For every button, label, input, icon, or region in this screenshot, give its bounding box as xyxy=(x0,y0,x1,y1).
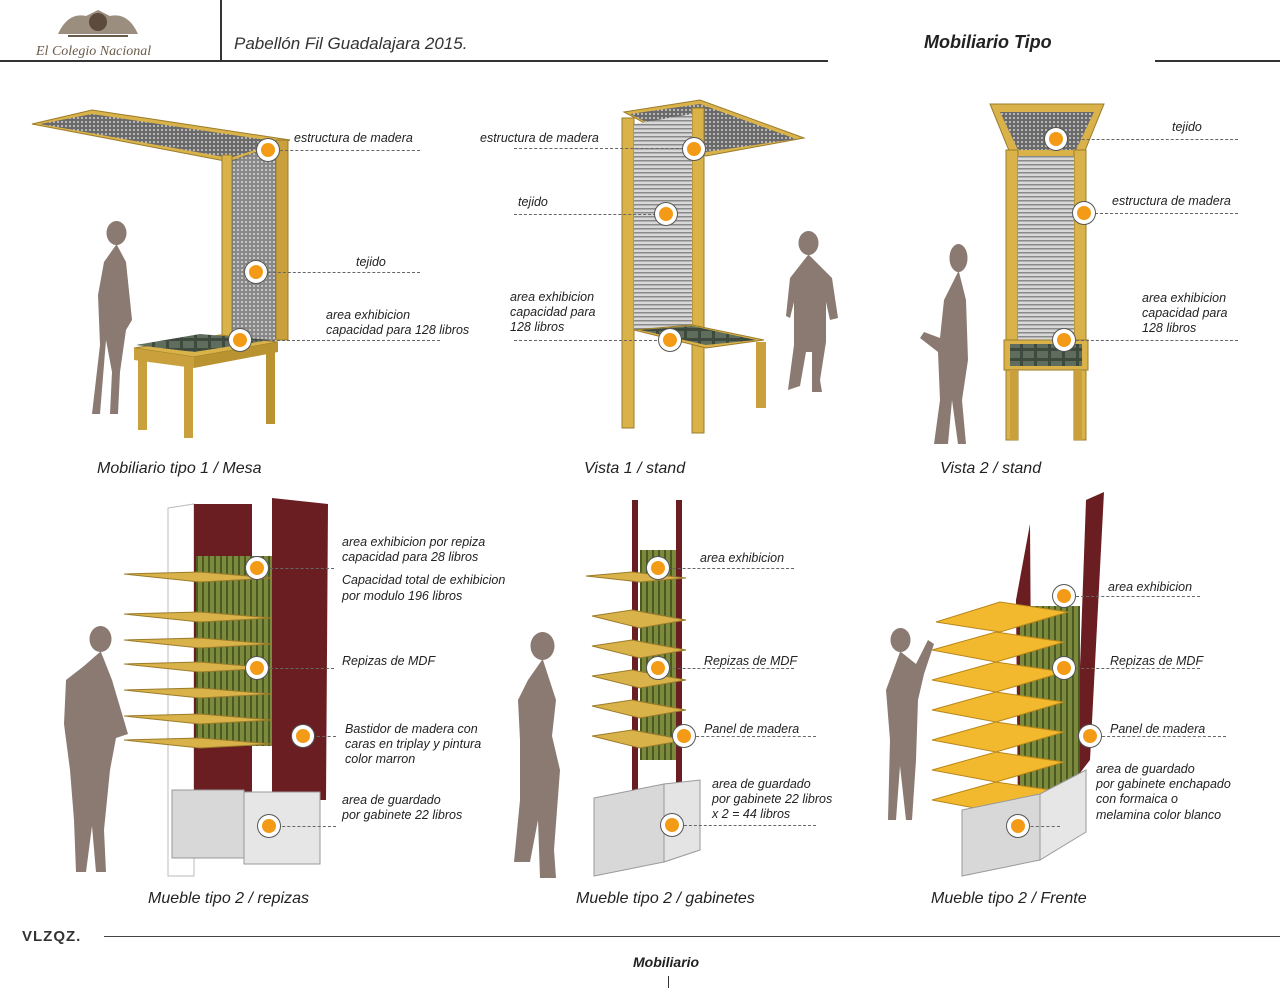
person-silhouette-icon xyxy=(786,231,838,392)
label-fabric: tejido xyxy=(356,255,386,269)
caption-gabinetes: Mueble tipo 2 / gabinetes xyxy=(576,890,755,907)
label-capacity-count: 128 libros xyxy=(1142,321,1197,335)
callout-dot xyxy=(1057,661,1071,675)
header-divider xyxy=(220,0,222,60)
label-storage-capacity: por gabinete 22 libros xyxy=(342,808,463,822)
callout-dot xyxy=(250,561,264,575)
section-title: Mobiliario Tipo xyxy=(924,32,1052,52)
callout-dot xyxy=(651,561,665,575)
footer-rule xyxy=(104,936,1280,937)
label-storage: area de guardado xyxy=(712,777,811,791)
callout-dot xyxy=(651,661,665,675)
callout-dot xyxy=(1083,729,1097,743)
label-fabric: tejido xyxy=(518,195,548,209)
label-storage: area de guardado xyxy=(1096,762,1195,776)
callout-dot xyxy=(262,819,276,833)
callout-dot xyxy=(249,265,263,279)
callout-dot xyxy=(233,333,247,347)
callout-dot xyxy=(296,729,310,743)
brand-mark: VLZQZ. xyxy=(22,928,82,945)
label-storage-finish: por gabinete enchapado xyxy=(1096,777,1231,791)
label-exhibit-area: area exhibicion xyxy=(1108,580,1193,594)
label-capacity: capacidad para 128 libros xyxy=(326,323,470,337)
project-title: Pabellón Fil Guadalajara 2015. xyxy=(234,34,468,53)
label-exhibit-area: area exhibicion xyxy=(326,308,411,322)
label-exhibit-per-shelf: area exhibicion por repiza xyxy=(342,535,486,549)
callout-dot xyxy=(1057,589,1071,603)
person-silhouette-icon xyxy=(514,632,560,878)
caption-vista-1: Vista 1 / stand xyxy=(584,460,686,477)
label-total-capacity: Capacidad total de exhibicion xyxy=(342,573,506,587)
label-shelves: Repizas de MDF xyxy=(1110,654,1204,668)
footer-tick xyxy=(668,976,669,988)
shelf-unit-cabinet-illustration xyxy=(585,500,701,877)
callout-dot xyxy=(250,661,264,675)
label-structure: estructura de madera xyxy=(294,131,413,145)
label-storage: area de guardado xyxy=(342,793,441,807)
callout-dot xyxy=(1077,206,1091,220)
mesa-illustration xyxy=(31,109,291,438)
header-rule-left xyxy=(0,60,828,62)
shelf-unit-front-illustration xyxy=(931,492,1104,877)
label-storage-total: x 2 = 44 libros xyxy=(712,807,791,821)
person-silhouette-icon xyxy=(920,244,968,444)
caption-mesa: Mobiliario tipo 1 / Mesa xyxy=(97,460,262,477)
label-module-capacity: por modulo 196 libros xyxy=(342,589,463,603)
callout-dot xyxy=(677,729,691,743)
label-shelves: Repizas de MDF xyxy=(704,654,798,668)
label-shelves: Repizas de MDF xyxy=(342,654,436,668)
label-capacity: capacidad para xyxy=(1142,306,1228,320)
caption-repizas: Mueble tipo 2 / repizas xyxy=(148,890,309,907)
logo-emblem-icon xyxy=(58,10,138,37)
label-fabric: tejido xyxy=(1172,120,1202,134)
label-structure: estructura de madera xyxy=(480,131,599,145)
label-capacity-count: 128 libros xyxy=(510,320,565,334)
label-structure: estructura de madera xyxy=(1112,194,1231,208)
header-rule-right xyxy=(1155,60,1280,62)
label-frame: Bastidor de madera con xyxy=(345,722,478,736)
callout-dot xyxy=(663,333,677,347)
label-wood-panel: Panel de madera xyxy=(704,722,800,736)
shelf-unit-side-illustration xyxy=(123,498,328,877)
callout-dot xyxy=(659,207,673,221)
person-silhouette-icon xyxy=(92,221,132,414)
label-exhibit-area: area exhibicion xyxy=(700,551,785,565)
footer-label: Mobiliario xyxy=(633,954,700,970)
label-capacity: capacidad para xyxy=(510,305,596,319)
caption-vista-2: Vista 2 / stand xyxy=(940,460,1042,477)
label-exhibit-area: area exhibicion xyxy=(510,290,595,304)
callout-dot xyxy=(665,818,679,832)
logo-text: El Colegio Nacional xyxy=(36,44,152,59)
callout-dot xyxy=(687,142,701,156)
stand-side-illustration xyxy=(621,99,806,434)
caption-frente: Mueble tipo 2 / Frente xyxy=(931,890,1087,907)
callout-dot xyxy=(1049,132,1063,146)
label-exhibit-area: area exhibicion xyxy=(1142,291,1227,305)
label-frame-faces: caras en triplay y pintura xyxy=(345,737,482,751)
callout-dot xyxy=(261,143,275,157)
person-silhouette-icon xyxy=(64,626,128,872)
callout-dot xyxy=(1011,819,1025,833)
label-storage-color: melamina color blanco xyxy=(1096,808,1222,822)
stand-front-illustration xyxy=(989,103,1105,441)
label-storage-capacity: por gabinete 22 libros xyxy=(712,792,833,806)
label-frame-color: color marron xyxy=(345,752,416,766)
label-wood-panel: Panel de madera xyxy=(1110,722,1206,736)
logo: El Colegio Nacional xyxy=(28,4,208,60)
callout-dot xyxy=(1057,333,1071,347)
person-silhouette-icon xyxy=(886,628,934,820)
label-capacity: capacidad para 28 libros xyxy=(342,550,479,564)
label-storage-material: con formaica o xyxy=(1096,792,1178,806)
